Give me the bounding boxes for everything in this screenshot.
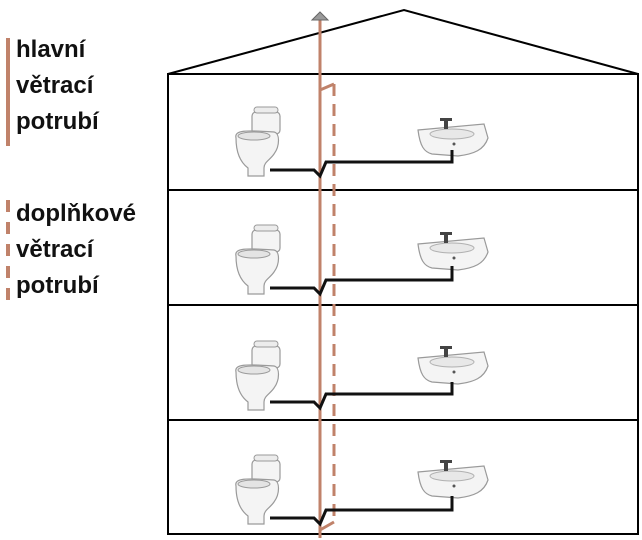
floor-1: [235, 106, 489, 179]
drain-pipe: [270, 266, 454, 297]
roof-outline: [167, 8, 639, 75]
legend-main-vent-label: hlavní větrací potrubí: [16, 36, 99, 135]
drain-pipe: [270, 150, 454, 179]
washbasin-icon: [417, 231, 489, 271]
secondary-vent-stack: [319, 82, 336, 532]
legend-secondary-vent-line: [6, 200, 10, 212]
drain-pipe: [270, 382, 454, 411]
toilet-icon: [235, 106, 281, 177]
floor-slabs: [168, 189, 638, 421]
legend-main-vent: hlavní větrací potrubí: [0, 32, 160, 150]
legend-secondary-vent-line: [6, 266, 10, 278]
floor-2: [235, 224, 489, 297]
legend-secondary-vent-line: [6, 222, 10, 234]
washbasin-icon: [417, 345, 489, 385]
legend-secondary-vent-line: [6, 288, 10, 300]
floor-4: [235, 454, 489, 527]
secondary-vent-connector: [319, 520, 335, 532]
toilet-icon: [235, 224, 281, 295]
main-vent-stack: [310, 11, 330, 538]
toilet-icon: [235, 454, 281, 525]
legend-main-vent-line: [6, 38, 10, 146]
floor-3: [235, 340, 489, 411]
toilet-icon: [235, 340, 281, 411]
legend-secondary-vent-line: [6, 244, 10, 256]
washbasin-icon: [417, 459, 489, 499]
drain-pipe: [270, 496, 454, 527]
legend-secondary-vent: doplňkové větrací potrubí: [0, 196, 160, 314]
vent-cap-icon: [310, 11, 330, 21]
secondary-vent-connector: [319, 82, 335, 92]
legend-secondary-vent-label: doplňkové větrací potrubí: [16, 200, 137, 299]
